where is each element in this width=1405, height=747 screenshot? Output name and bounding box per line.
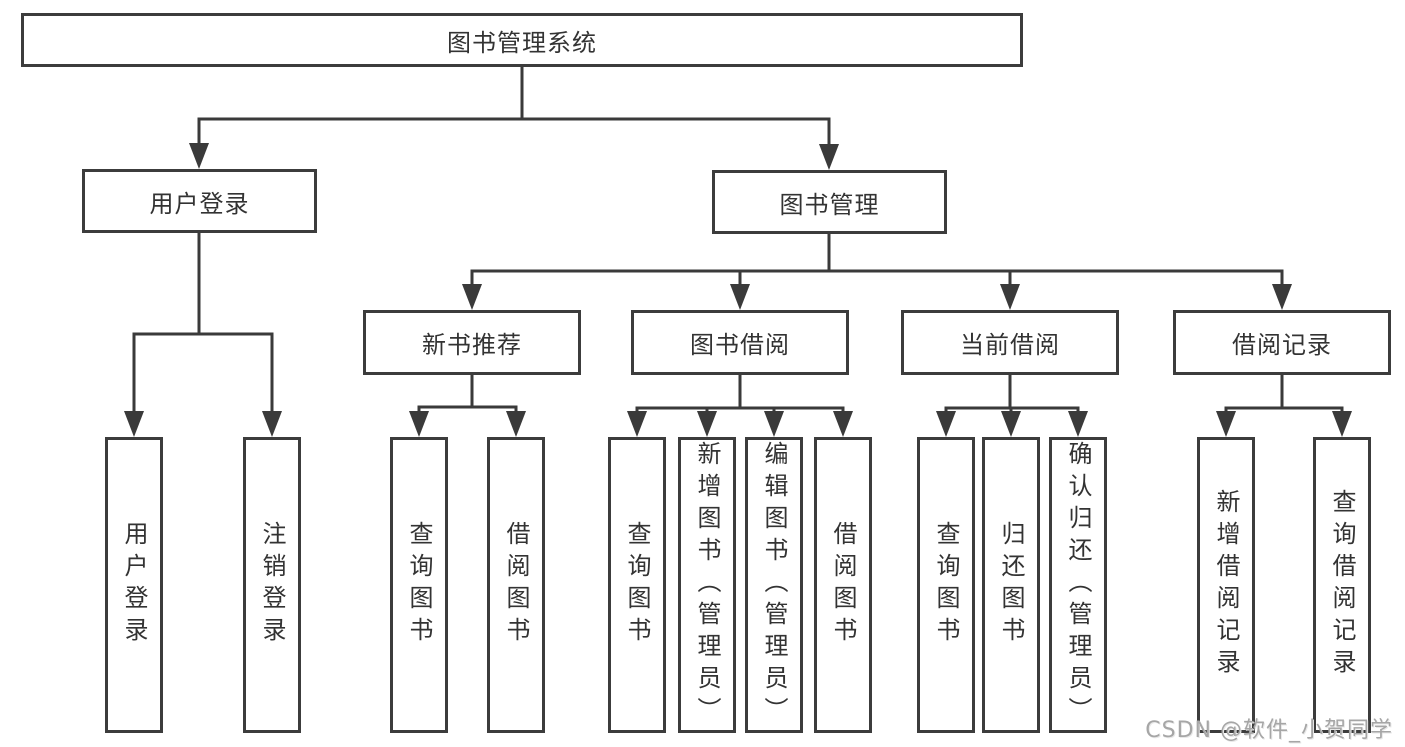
- leaf-borrow-books-1: 借阅图书: [487, 437, 545, 733]
- node-label: 图书管理: [779, 190, 880, 219]
- node-label: 借阅图书: [502, 521, 530, 649]
- node-label: 新增图书（管理员）: [693, 441, 721, 729]
- node-label: 查询图书: [623, 521, 651, 649]
- node-label: 确认归还（管理员）: [1064, 441, 1092, 729]
- node-label: 注销登录: [258, 521, 286, 649]
- leaf-logout: 注销登录: [243, 437, 301, 733]
- node-user-login: 用户登录: [82, 169, 317, 233]
- node-label: 新书推荐: [422, 331, 522, 359]
- leaf-borrow-books-2: 借阅图书: [814, 437, 872, 733]
- leaf-return-books: 归还图书: [982, 437, 1040, 733]
- node-book-management: 图书管理: [712, 170, 947, 234]
- leaf-add-books-admin: 新增图书（管理员）: [678, 437, 736, 733]
- node-label: 用户登录: [149, 189, 250, 218]
- node-label: 查询图书: [932, 521, 960, 649]
- node-label: 借阅图书: [829, 521, 857, 649]
- node-label: 图书管理系统: [447, 28, 597, 57]
- leaf-query-books-1: 查询图书: [390, 437, 448, 733]
- node-current-borrowing: 当前借阅: [901, 310, 1119, 375]
- node-new-book-recommend: 新书推荐: [363, 310, 581, 375]
- node-label: 查询图书: [405, 521, 433, 649]
- node-label: 归还图书: [997, 521, 1025, 649]
- node-borrowing-records: 借阅记录: [1173, 310, 1391, 375]
- leaf-query-books-2: 查询图书: [608, 437, 666, 733]
- node-book-borrowing: 图书借阅: [631, 310, 849, 375]
- node-label: 当前借阅: [960, 331, 1060, 359]
- node-label: 查询借阅记录: [1328, 489, 1356, 681]
- node-label: 编辑图书（管理员）: [760, 441, 788, 729]
- leaf-add-borrow-record: 新增借阅记录: [1197, 437, 1255, 733]
- csdn-watermark: CSDN @软件_小贺同学: [1145, 718, 1393, 743]
- node-label: 新增借阅记录: [1212, 489, 1240, 681]
- leaf-edit-books-admin: 编辑图书（管理员）: [745, 437, 803, 733]
- node-system-root: 图书管理系统: [21, 13, 1023, 67]
- leaf-user-login: 用户登录: [105, 437, 163, 733]
- leaf-query-borrow-record: 查询借阅记录: [1313, 437, 1371, 733]
- node-label: 图书借阅: [690, 331, 790, 359]
- node-label: 用户登录: [120, 521, 148, 649]
- leaf-query-books-3: 查询图书: [917, 437, 975, 733]
- node-label: 借阅记录: [1232, 331, 1332, 359]
- leaf-confirm-return-admin: 确认归还（管理员）: [1049, 437, 1107, 733]
